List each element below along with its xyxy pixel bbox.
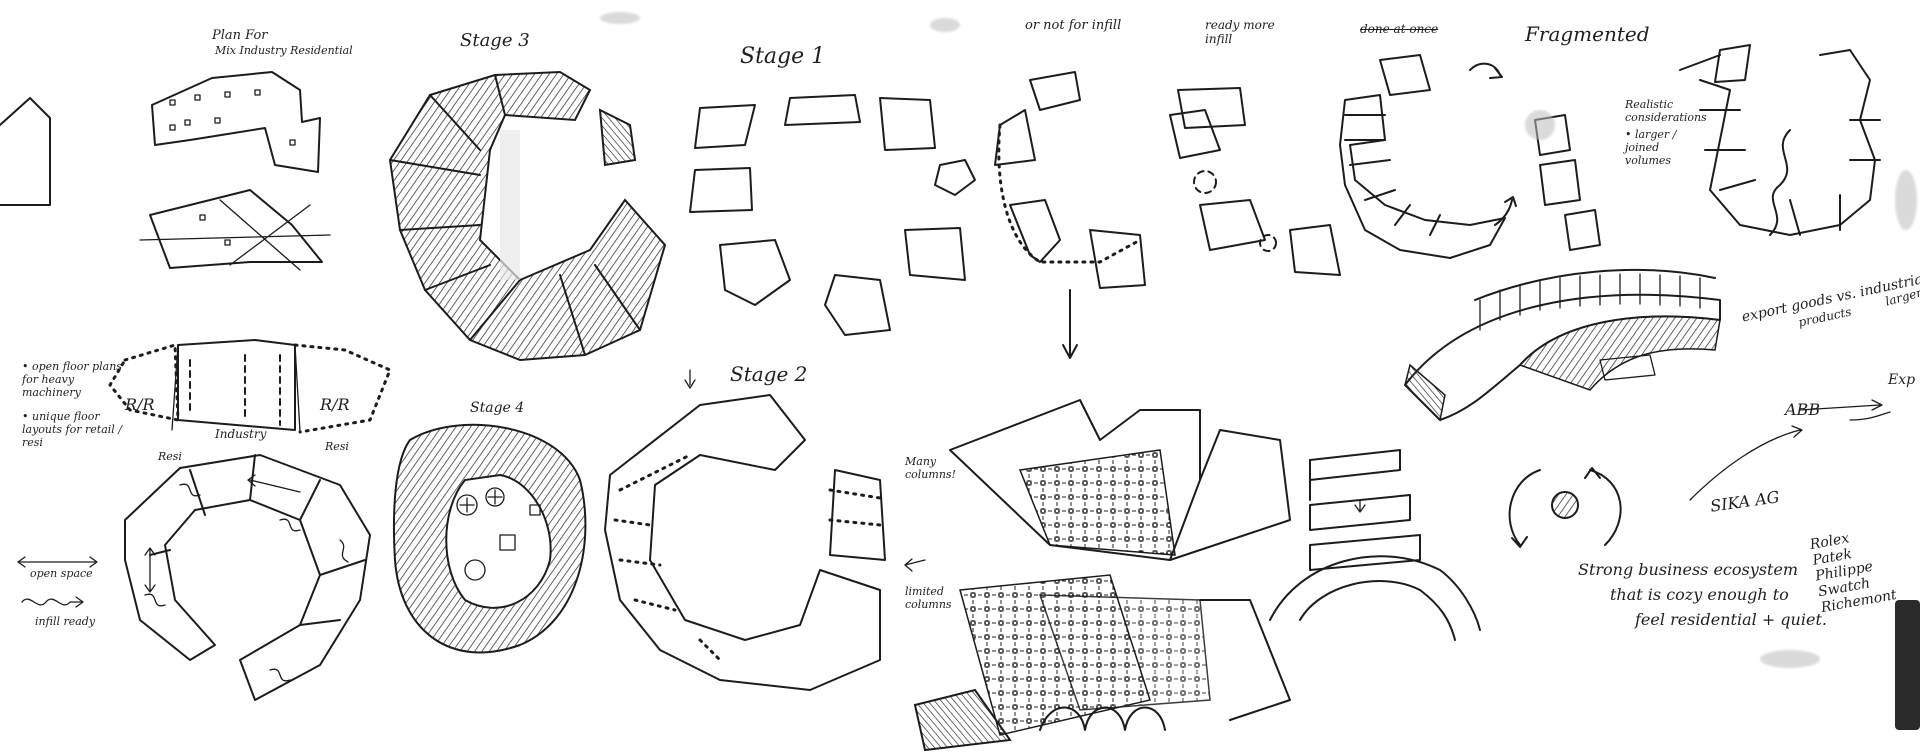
larger-volumes-label: • larger / joined volumes (1625, 128, 1677, 167)
stage2-ring (604, 369, 926, 691)
floor-plan-diagram (108, 339, 392, 434)
resi-right-label: Resi (325, 440, 349, 453)
stage4-ring (392, 423, 587, 654)
resi-left-label: Resi (158, 450, 182, 463)
plan-sketch-top (151, 71, 321, 173)
bridge-sketch (1404, 268, 1721, 422)
smudge (1895, 170, 1917, 230)
smudge (1760, 650, 1820, 668)
done-at-once-label: done at once (1360, 22, 1439, 36)
limited-columns-label: limited columns (905, 585, 952, 611)
stage1-fragments (689, 94, 976, 336)
cozy-enough-label: that is cozy enough to (1610, 585, 1789, 604)
arch-diagram (1269, 449, 1481, 641)
open-space-legend: open space (30, 567, 93, 580)
many-columns-label: Many columns! (905, 455, 956, 481)
smudge (1525, 110, 1555, 140)
fragmented-label: Fragmented (1525, 22, 1650, 46)
industry-label: Industry (215, 427, 267, 441)
smudge (600, 12, 640, 24)
ecosystem-diagram (1508, 399, 1891, 548)
stage3-label: Stage 3 (460, 30, 530, 51)
infill-ring (124, 454, 371, 701)
done-at-once-ring (1339, 54, 1517, 259)
stage1-label: Stage 1 (740, 44, 826, 69)
smudge (930, 18, 960, 32)
infill-ready-legend: infill ready (35, 615, 96, 628)
house-sketch (0, 97, 51, 206)
ready-infill-sketch (1169, 87, 1341, 276)
legend-symbols (17, 556, 98, 608)
open-floor-note: • open floor plans for heavy machinery (22, 360, 122, 399)
partial-infill-sketch (994, 71, 1146, 359)
stage3-ring (388, 70, 667, 362)
ready-infill-label: ready more infill (1205, 18, 1275, 46)
plan-for-label: Plan For (212, 28, 268, 43)
fragmented-sketch (1534, 114, 1601, 251)
stage4-label: Stage 4 (470, 400, 525, 416)
plan-sketch-bottom (139, 189, 331, 271)
stage2-label: Stage 2 (730, 362, 808, 386)
rolex-list: Rolex Patek Philippe Swatch Richemont (1809, 524, 1898, 616)
rr-left-label: R/R (125, 395, 155, 414)
unique-floor-note: • unique floor layouts for retail / resi (22, 410, 122, 449)
abb-label: ABB (1785, 400, 1821, 419)
strong-business-label: Strong business ecosystem (1578, 560, 1799, 579)
serpentine-ring (1679, 44, 1881, 236)
exp-label: Exp (1888, 372, 1916, 388)
feel-residential-label: feel residential + quiet. (1635, 610, 1827, 629)
edge-object (1895, 600, 1920, 730)
realistic-label: Realistic considerations (1625, 98, 1707, 124)
rr-right-label: R/R (320, 395, 350, 414)
or-not-infill-label: or not for infill (1025, 18, 1122, 33)
column-grid-sketch (913, 399, 1291, 752)
mix-industry-label: Mix Industry Residential (215, 44, 353, 57)
